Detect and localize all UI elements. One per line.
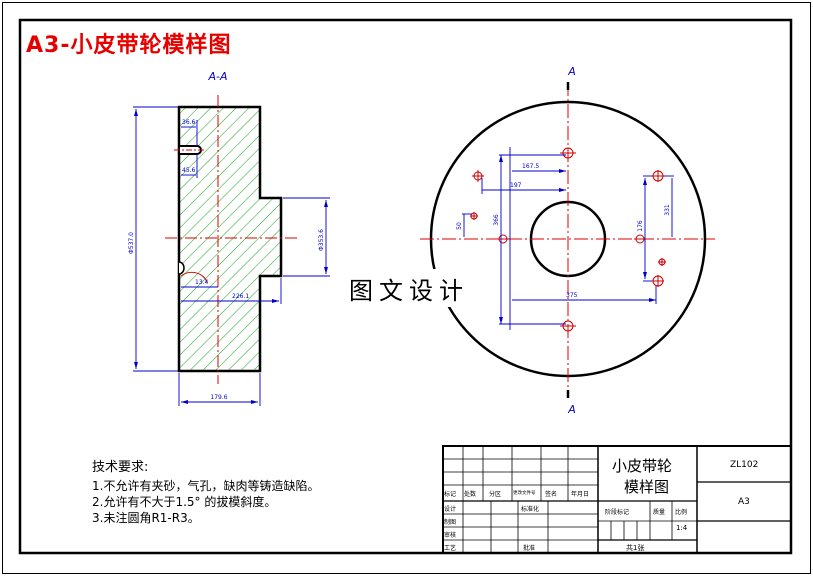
ratio-label: 比例 xyxy=(675,509,688,516)
standardize-label: 标准化 xyxy=(521,506,540,513)
dim-plan-v-mid: 366 xyxy=(493,214,500,226)
row-label-draw: 制图 xyxy=(444,519,457,526)
scale-value: 1:4 xyxy=(676,524,688,532)
dim-plan-h1: 167.5 xyxy=(522,163,539,170)
drawing-number: ZL102 xyxy=(730,460,759,470)
dim-left-height: Φ537.0 xyxy=(128,232,135,254)
row-label-review: 审核 xyxy=(444,532,457,539)
note-item: 2.允许有不大于1.5° 的拔模斜度。 xyxy=(92,495,277,509)
bottom-notch xyxy=(178,261,185,275)
dim-overall-width: 179.6 xyxy=(210,394,227,401)
row-label-design: 设计 xyxy=(444,506,457,513)
cut-mark-top: A xyxy=(567,65,576,78)
section-hatch xyxy=(179,107,281,371)
dim-mid-small: 45.6 xyxy=(182,167,196,174)
dim-plan-h2: 197 xyxy=(510,182,522,189)
notes-title: 技术要求: xyxy=(92,460,149,475)
dim-plan-v-small: 50 xyxy=(456,222,463,230)
dim-plan-r2: 331 xyxy=(664,204,671,216)
section-view: A-A Φ537.0 Φ353.6 36.6 45.6 13.4 226.1 1… xyxy=(128,70,330,406)
col-label-zone: 分区 xyxy=(489,491,502,498)
inner-border xyxy=(18,18,793,555)
paper-format: A3 xyxy=(738,497,750,507)
dim-bottom-small: 13.4 xyxy=(195,279,209,286)
bottom-arc xyxy=(180,271,208,283)
section-outline xyxy=(177,105,283,373)
cut-mark-bottom: A xyxy=(567,403,576,416)
dim-plan-bottom: 375 xyxy=(566,292,578,299)
dim-plan-r1: 176 xyxy=(637,220,644,232)
note-item: 1.不允许有夹砂，气孔，缺肉等铸造缺陷。 xyxy=(92,479,320,493)
col-label-change: 更改文件号 xyxy=(513,491,536,496)
dim-top-small: 36.6 xyxy=(182,119,196,126)
stage-mark-label: 阶段标记 xyxy=(605,509,630,516)
part-name-line2: 模样图 xyxy=(624,478,670,496)
row-label-process: 工艺 xyxy=(444,545,457,552)
col-label-count: 处数 xyxy=(464,491,477,498)
approve-label: 批准 xyxy=(523,545,536,552)
col-label-date: 年月日 xyxy=(571,491,590,498)
section-label: A-A xyxy=(207,70,227,83)
plan-view: A A xyxy=(420,65,715,416)
col-label-sign: 签名 xyxy=(545,491,558,498)
weight-label: 质量 xyxy=(653,509,666,516)
sheet-count: 共1张 xyxy=(626,544,645,552)
note-item: 3.未注圆角R1-R3。 xyxy=(92,511,200,525)
part-name-line1: 小皮带轮 xyxy=(612,457,673,475)
dim-inner-width: 226.1 xyxy=(232,293,249,300)
dim-hub: Φ353.6 xyxy=(318,229,325,251)
watermark-label: 图文设计 xyxy=(333,269,485,307)
col-label-mark: 标记 xyxy=(444,491,457,498)
title-block-grid xyxy=(442,445,792,554)
drawing-heading: A3-小皮带轮模样图 xyxy=(26,33,232,58)
technical-requirements: 技术要求: 1.不允许有夹砂，气孔，缺肉等铸造缺陷。 2.允许有不大于1.5° … xyxy=(92,460,319,526)
